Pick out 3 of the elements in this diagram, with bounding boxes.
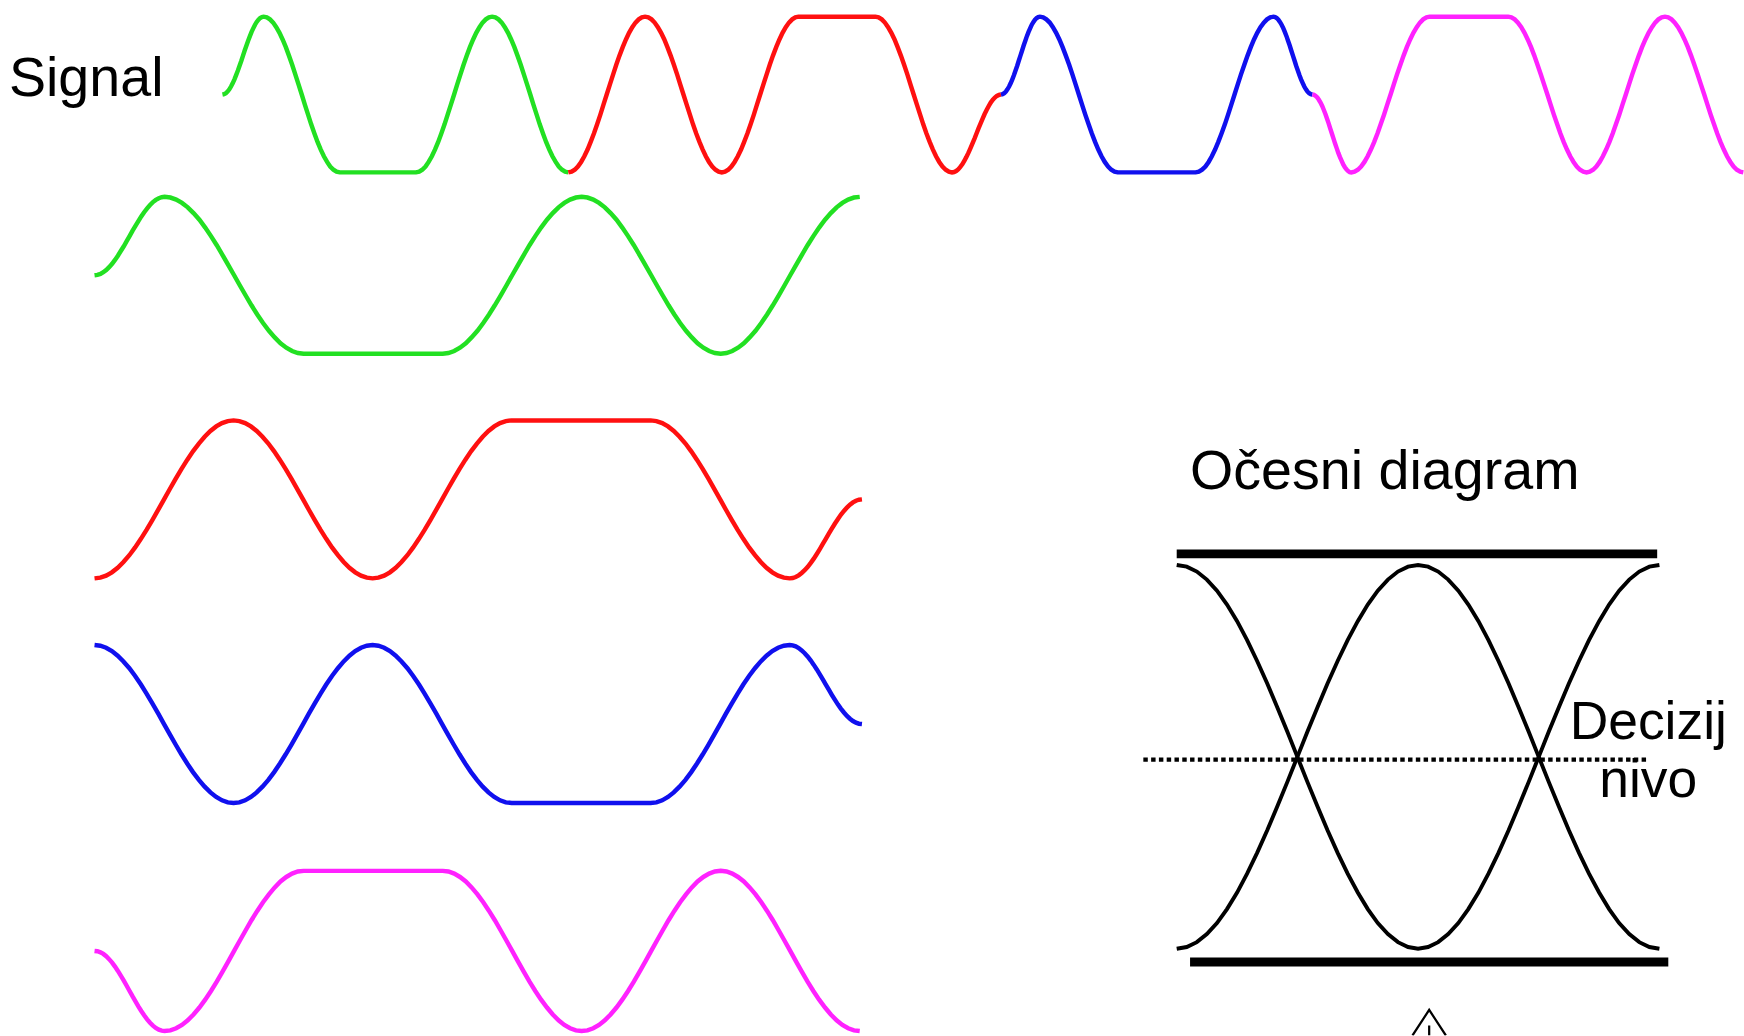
decision-level-label: Decizij nivo [1568,691,1728,810]
diagram-title: Očesni diagram [1190,440,1580,502]
signal-label: Signal [8,46,164,108]
